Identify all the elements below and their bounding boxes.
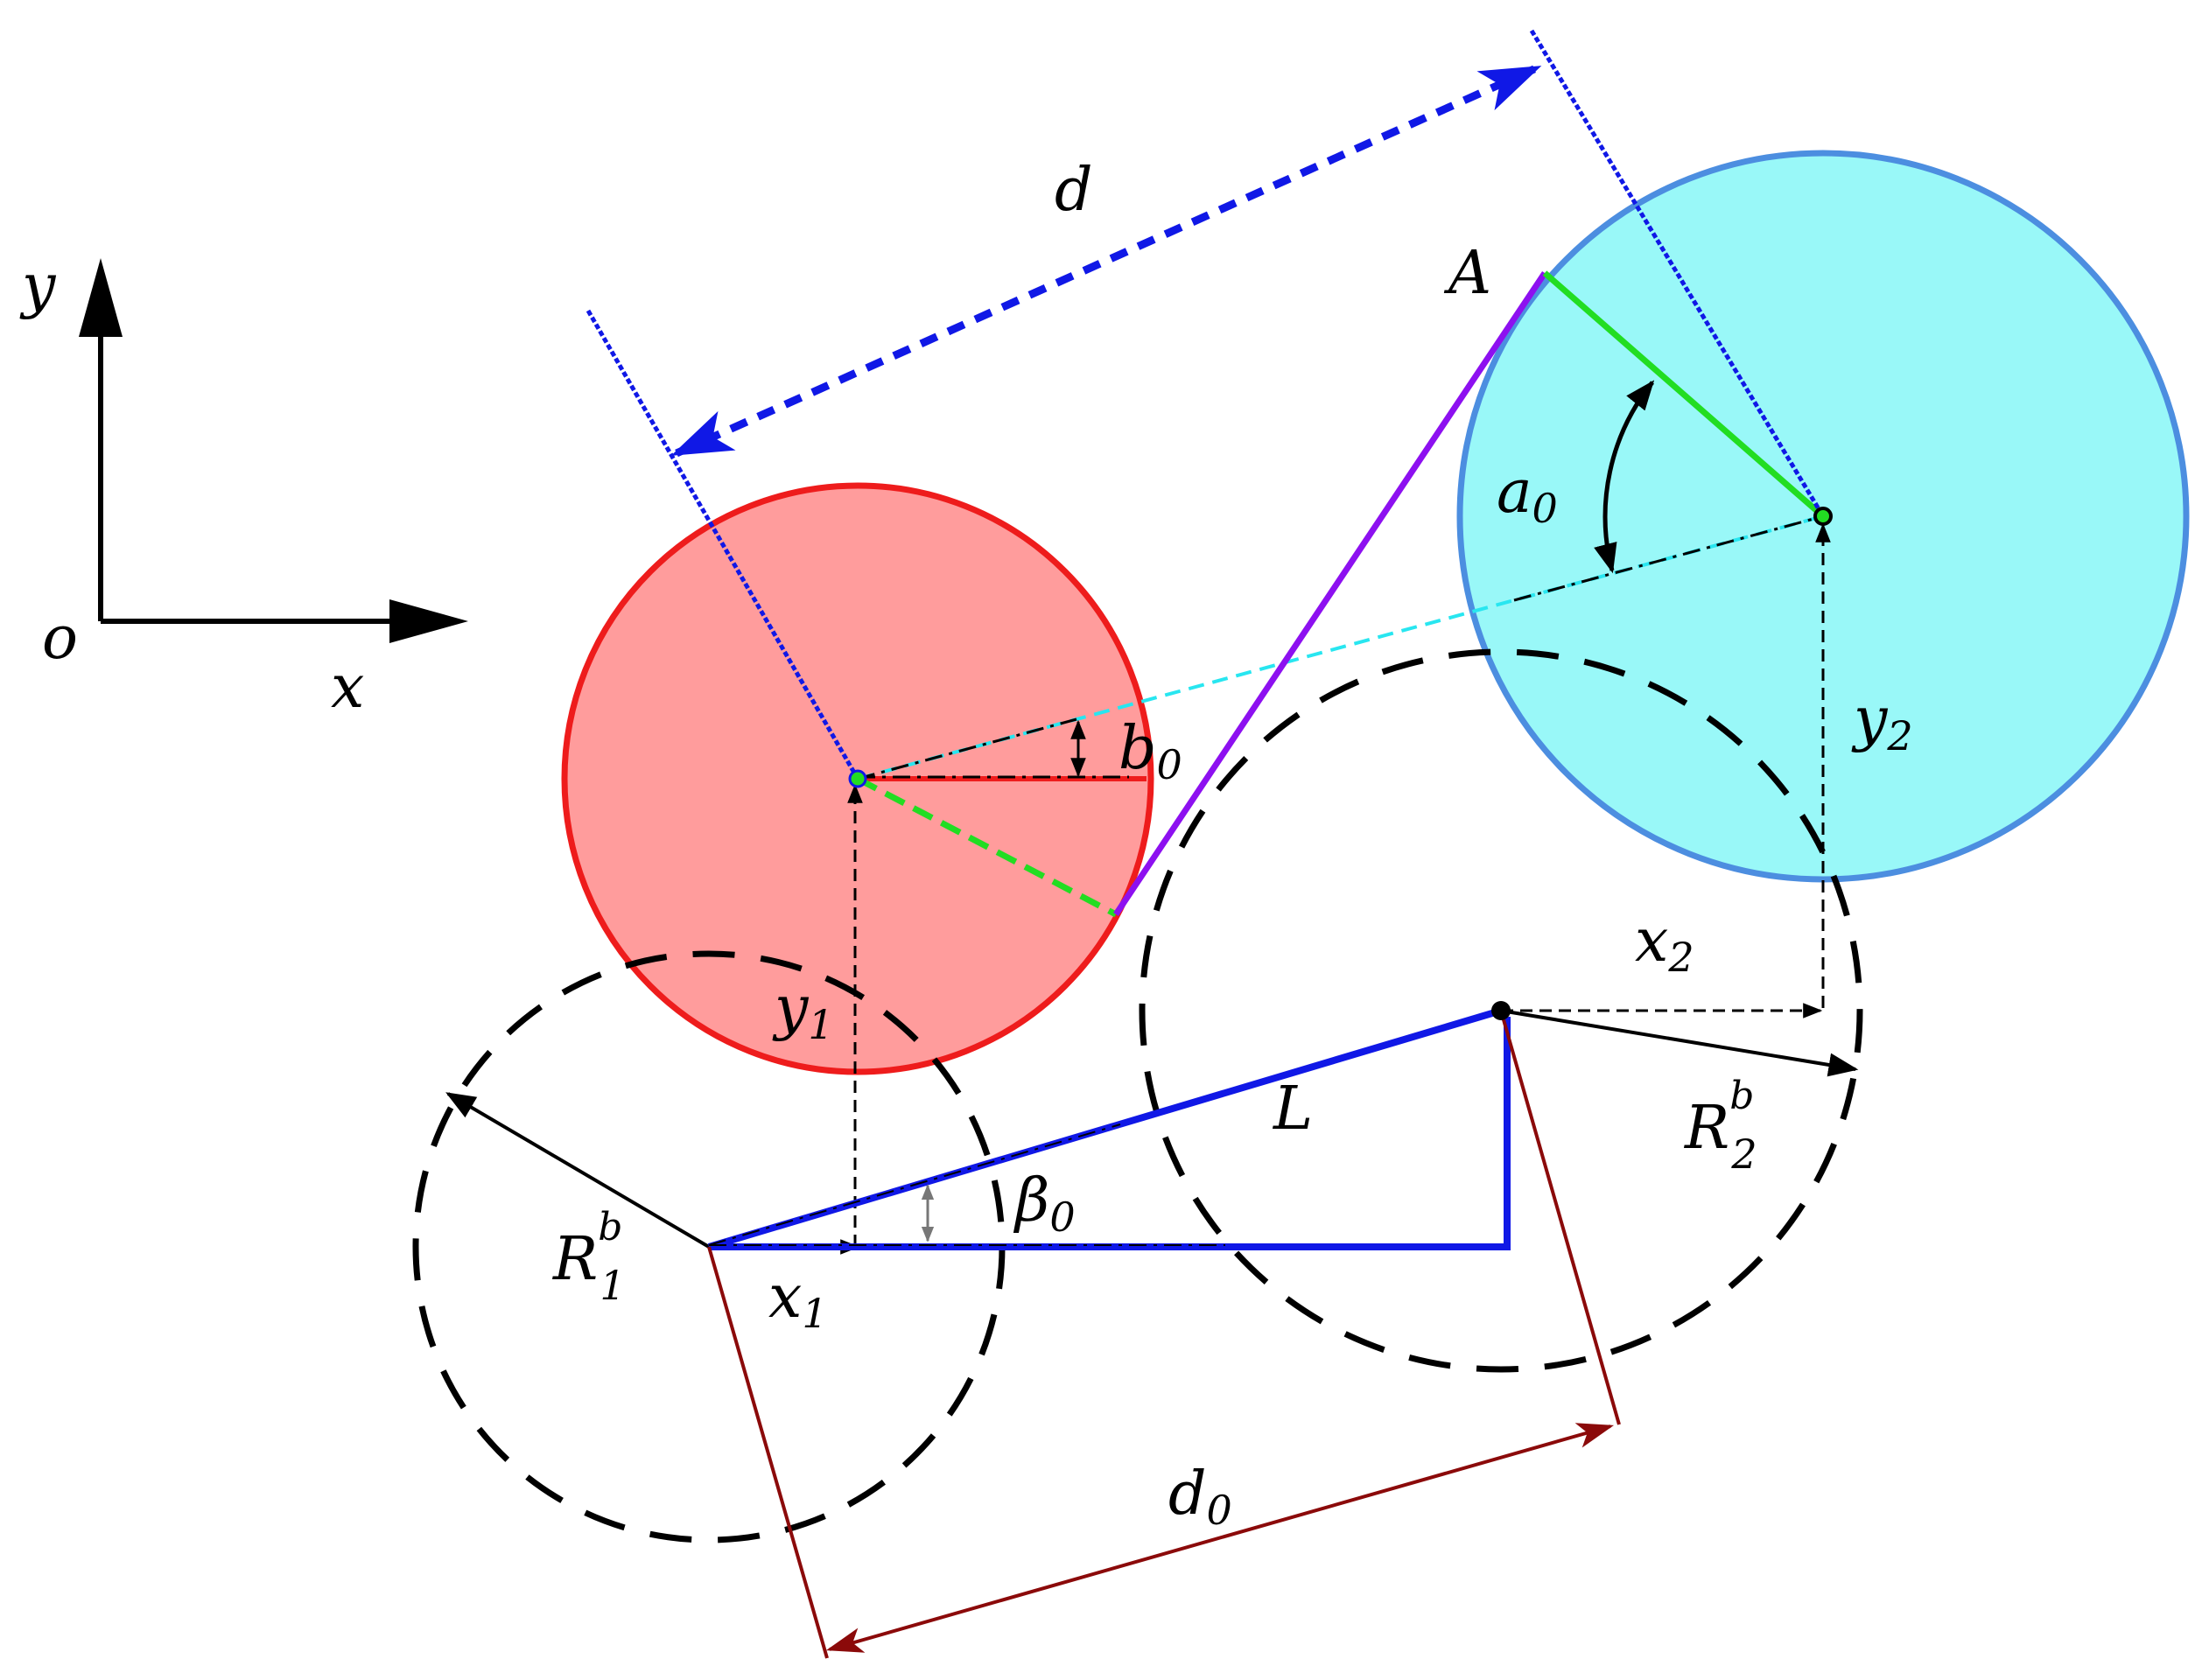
- x2-label: x2: [1635, 906, 1694, 981]
- y-axis-arrowhead: [79, 258, 123, 337]
- right-dashed-circle: [1139, 648, 1863, 1373]
- d-dimension-arrow: [670, 64, 1542, 458]
- cyan-body-center-point: [1813, 507, 1833, 526]
- d0-extension-line-right: [1499, 1010, 1621, 1425]
- d-label: d: [1055, 156, 1093, 225]
- L-label: L: [1272, 1074, 1313, 1144]
- a0-angle-arc: [1594, 380, 1655, 574]
- beta0-label: β0: [1013, 1166, 1076, 1241]
- point-A-label: A: [1443, 239, 1491, 308]
- x1-label: x1: [768, 1263, 828, 1337]
- coordinate-axes: [79, 258, 468, 643]
- d0-dimension-arrow: [825, 1423, 1615, 1653]
- r1-radius-arrow: [445, 1092, 711, 1249]
- cyan-green-radius: [1542, 270, 1826, 519]
- d0-label: d0: [1168, 1460, 1232, 1534]
- d-extension-line-left: [586, 309, 860, 780]
- red-body-center-point: [848, 769, 867, 788]
- origin-label: o: [42, 604, 78, 673]
- L-link-dashdot: [708, 1124, 1121, 1246]
- d0-extension-line-left: [707, 1246, 829, 1659]
- y1-label: y1: [772, 974, 834, 1048]
- y2-label: y2: [1851, 685, 1913, 760]
- a0-label: a0: [1497, 458, 1558, 532]
- r2-radius-arrow: [1500, 1009, 1859, 1077]
- axis-y-label: y: [19, 252, 57, 321]
- red-green-dashed-radius: [856, 775, 1118, 918]
- center-line-dashdot-left: [857, 718, 1077, 780]
- x-axis-arrowhead: [389, 599, 468, 643]
- b0-label: b0: [1119, 714, 1182, 788]
- right-joint-point: [1491, 1001, 1511, 1020]
- axis-x-label: x: [331, 653, 364, 722]
